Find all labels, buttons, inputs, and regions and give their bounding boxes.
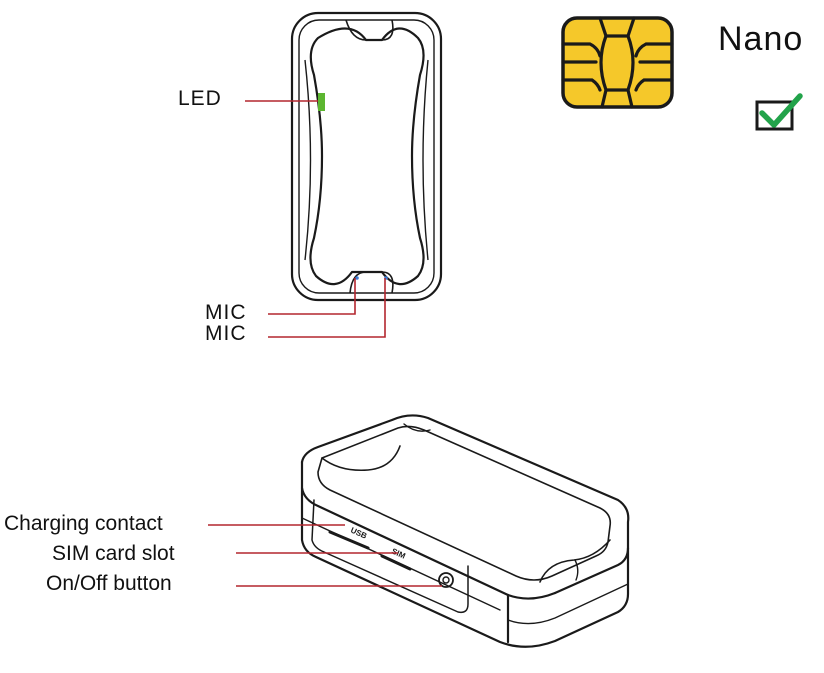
sim-card-slot-label: SIM card slot	[52, 542, 175, 565]
charging-contact-label: Charging contact	[4, 512, 163, 535]
checkbox-checked-icon	[755, 93, 803, 131]
leader-lines-top	[245, 100, 386, 338]
on-off-button-label: On/Off button	[46, 572, 172, 595]
sim-chip-icon	[561, 16, 674, 109]
nano-sim-label: Nano	[718, 20, 804, 58]
mic-hole-left	[355, 276, 359, 280]
device-iso-view	[300, 414, 630, 648]
mic-label-2: MIC	[205, 322, 247, 345]
mic-label-1: MIC	[205, 301, 247, 324]
led-label: LED	[178, 87, 222, 110]
led-indicator	[318, 93, 325, 111]
device-top-view	[290, 11, 443, 302]
leader-lines-iso	[208, 524, 442, 587]
